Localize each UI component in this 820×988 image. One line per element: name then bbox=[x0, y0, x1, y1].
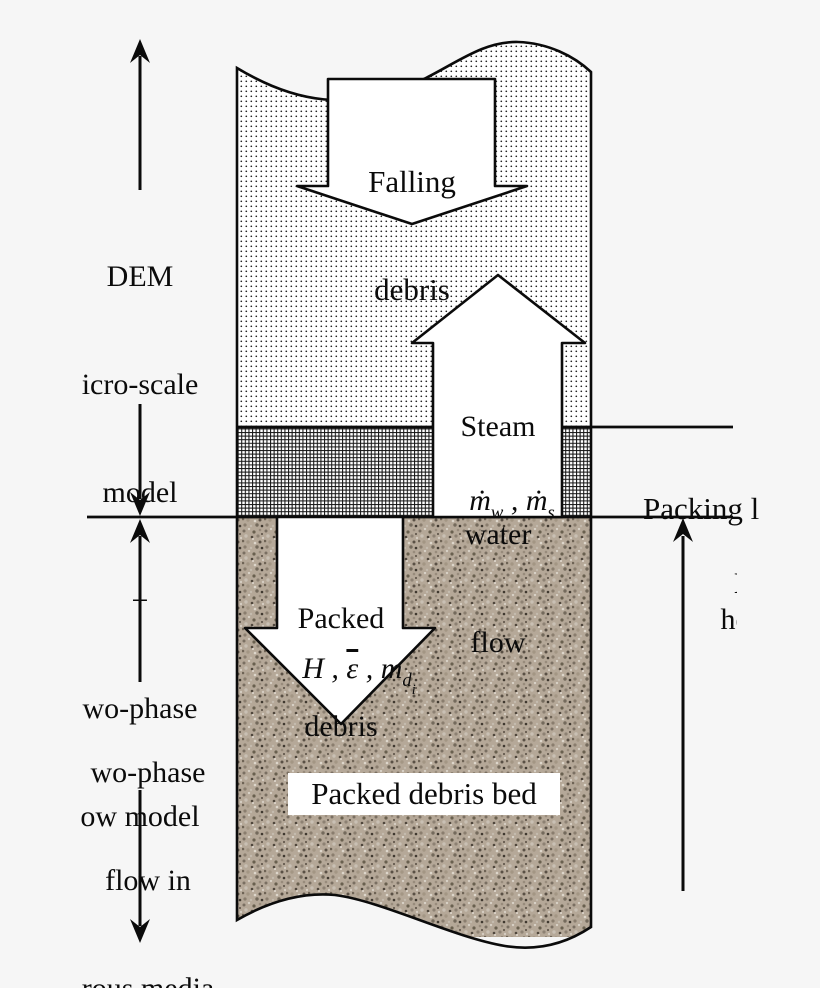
label-line: Falling bbox=[368, 164, 456, 199]
label-line: icro-scale bbox=[81, 368, 199, 401]
steam-water-flow-arrow bbox=[410, 273, 587, 519]
var-H: H bbox=[302, 652, 324, 685]
arrowhead-up-icon bbox=[673, 518, 693, 542]
label-line: flow in bbox=[105, 864, 191, 897]
label-line: ow model bbox=[80, 800, 200, 833]
mdot-w: ṁw bbox=[469, 484, 504, 524]
label-line: Bed bbox=[660, 566, 737, 602]
label-line: height bbox=[720, 603, 738, 636]
packed-debris-label: Packed debris bbox=[298, 529, 385, 817]
packing-layer-label: Packing l bbox=[612, 455, 759, 563]
label-line: rous media bbox=[82, 971, 214, 988]
label-line: Steam bbox=[460, 410, 536, 443]
arrowhead-up-icon bbox=[130, 39, 150, 63]
dem-model-label: DEM icro-scale model + wo-phase ow model bbox=[80, 187, 199, 907]
steam-flow-variables: ṁw , ṁs bbox=[439, 450, 555, 552]
arrowhead-up-icon bbox=[130, 519, 150, 543]
arrowhead-down-icon bbox=[130, 492, 150, 516]
falling-debris-arrow bbox=[295, 77, 529, 226]
upper-measure-arrow bbox=[130, 39, 150, 516]
label-line: DEM bbox=[106, 260, 174, 293]
steam-water-flow-label: Steam water flow bbox=[461, 337, 536, 733]
var-epsilon-bar: ε bbox=[346, 652, 359, 685]
bed-height-label: Bed height bbox=[660, 566, 738, 638]
var-m-di: mdi bbox=[380, 652, 416, 699]
falling-debris-label: Falling debris bbox=[368, 92, 456, 380]
bed-height-label-clip: Bed height bbox=[660, 556, 738, 648]
separator: , bbox=[323, 652, 347, 685]
label-line: debris bbox=[374, 272, 450, 307]
separator: , bbox=[358, 652, 381, 685]
packed-debris-bed-label: Packed debris bed bbox=[288, 773, 560, 815]
label-line: model bbox=[102, 476, 178, 509]
label-line: water bbox=[464, 518, 532, 551]
arrowhead-down-icon bbox=[130, 919, 150, 943]
mdot-s: ṁs bbox=[525, 484, 555, 524]
separator: , bbox=[503, 484, 526, 517]
label-line: wo-phase bbox=[82, 692, 198, 725]
label-line: + bbox=[131, 584, 149, 617]
two-phase-porous-label: wo-phase flow in rous media bbox=[82, 683, 214, 988]
label-line: debris bbox=[304, 710, 378, 743]
label-line: flow bbox=[470, 626, 526, 659]
bed-height-arrow bbox=[673, 518, 693, 891]
lower-measure-arrow bbox=[130, 519, 150, 943]
packed-debris-variables: H , ε , mdi bbox=[272, 618, 416, 724]
label-line: Packed debris bed bbox=[311, 776, 537, 811]
label-line: Packing l bbox=[643, 491, 760, 526]
packed-debris-arrow bbox=[243, 515, 437, 726]
label-line: Packed bbox=[297, 602, 385, 635]
label-line: wo-phase bbox=[90, 756, 206, 789]
